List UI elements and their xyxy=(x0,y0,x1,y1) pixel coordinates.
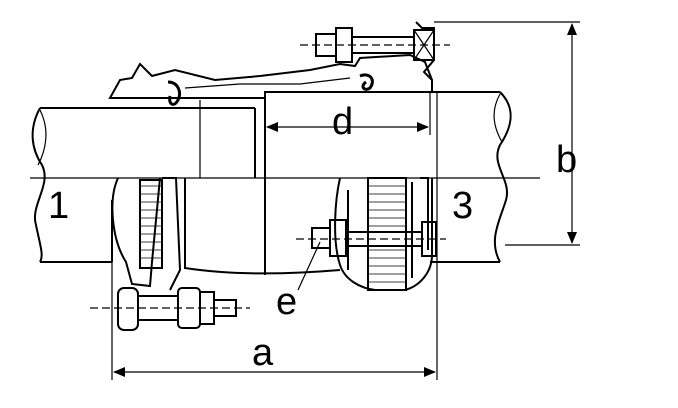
label-dim-b: b xyxy=(556,139,577,181)
right-flange xyxy=(334,177,433,291)
dim-e-leader xyxy=(297,241,321,291)
bottom-left-bolt xyxy=(90,287,250,331)
sleeve-body xyxy=(184,98,341,275)
left-pipe xyxy=(31,107,256,263)
left-flange xyxy=(111,177,182,291)
label-part-1: 1 xyxy=(48,185,69,227)
right-bolt xyxy=(296,219,446,257)
label-part-3: 3 xyxy=(452,185,473,227)
sleeve-section xyxy=(108,53,433,106)
dimension-lines xyxy=(111,21,580,380)
label-dim-d: d xyxy=(332,101,353,143)
label-dim-a: a xyxy=(252,332,274,374)
top-bolt xyxy=(300,21,450,81)
label-dim-e: e xyxy=(276,281,297,323)
